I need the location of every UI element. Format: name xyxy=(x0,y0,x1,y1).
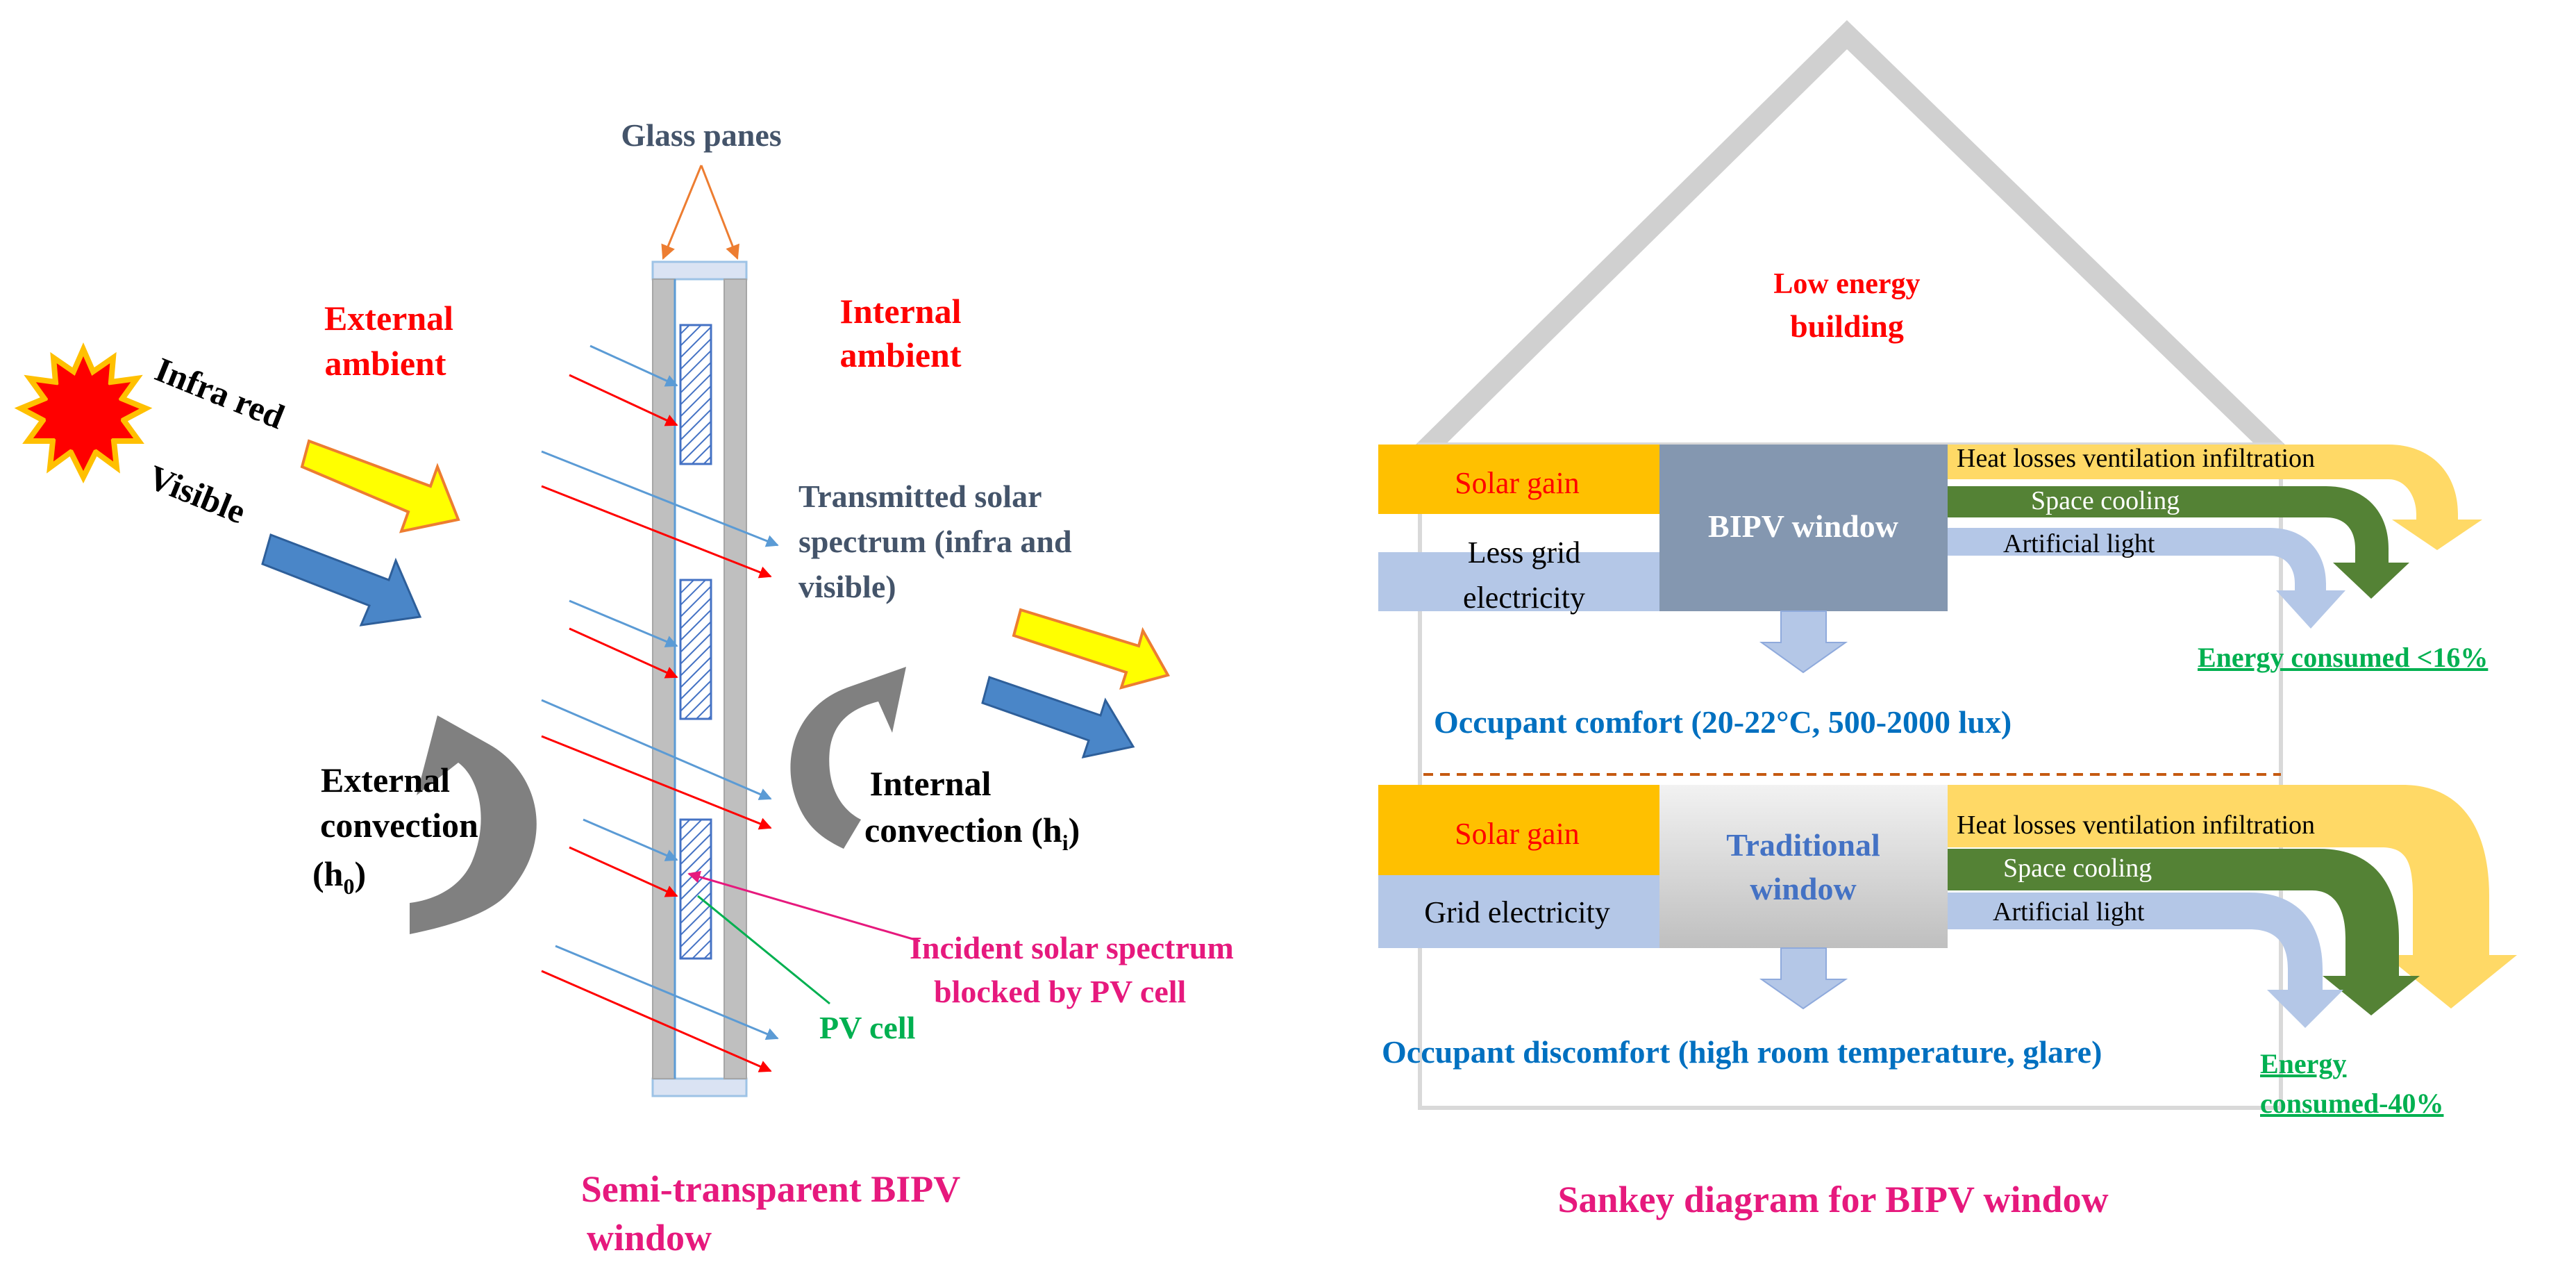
solar-gain-label: Solar gain xyxy=(1455,817,1580,851)
bipv-window-box xyxy=(1659,445,1948,611)
traditional-sankey: Solar gain Grid electricity Traditional … xyxy=(1378,785,2517,1119)
grid-electricity-band xyxy=(1378,875,1659,948)
glass-panes-label: Glass panes xyxy=(621,117,781,153)
transmitted-label: visible) xyxy=(798,569,896,604)
pv-cell-label: PV cell xyxy=(819,1010,915,1045)
grid-electricity-band xyxy=(1378,552,1659,611)
energy-consumed-label: Energy xyxy=(2260,1048,2346,1079)
external-convection-label: (h0) xyxy=(312,854,366,899)
heat-losses-flow xyxy=(1948,445,2482,550)
left-caption: Semi-transparent BIPV xyxy=(581,1168,961,1210)
infrared-label: Infra red xyxy=(150,349,290,436)
solar-rays xyxy=(541,345,779,1072)
external-ambient-label: ambient xyxy=(325,344,446,383)
pv-cell xyxy=(679,324,712,465)
energy-consumed-label: Energy consumed <16% xyxy=(2198,642,2488,673)
transmitted-label: Transmitted solar xyxy=(798,479,1042,514)
window-frame-bottom xyxy=(651,1077,748,1097)
occupant-discomfort-label: Occupant discomfort (high room temperatu… xyxy=(1382,1034,2102,1070)
internal-convection-arrow-icon xyxy=(790,667,906,849)
bipv-window-label: BIPV window xyxy=(1708,508,1898,544)
external-convection-label: convection xyxy=(320,806,478,845)
heat-losses-label: Heat losses ventilation infiltration xyxy=(1957,444,2315,473)
sankey-panel: Low energy building Solar gain Less grid… xyxy=(1378,20,2517,1220)
heat-losses-flow xyxy=(1948,785,2517,1009)
space-cooling-flow xyxy=(1948,486,2409,599)
artificial-light-flow xyxy=(1948,893,2343,1028)
infrared-arrow-icon xyxy=(300,439,460,533)
house-roof xyxy=(1409,20,2292,466)
bipv-window-panel: Glass panes External ambient Internal am… xyxy=(14,117,1234,1259)
window-frame-top xyxy=(651,260,748,281)
house-label: Low energy xyxy=(1773,268,1920,300)
pv-cell xyxy=(679,818,712,960)
space-cooling-flow xyxy=(1948,849,2420,1015)
space-cooling-label: Space cooling xyxy=(2003,854,2152,883)
internal-ambient-label: Internal xyxy=(840,292,962,331)
external-convection-label: External xyxy=(321,761,450,799)
external-convection-arrow-icon xyxy=(410,715,537,934)
grid-electricity-label: Less grid xyxy=(1468,536,1581,570)
traditional-window-label: window xyxy=(1750,871,1856,906)
left-caption: window xyxy=(587,1217,712,1259)
occupant-comfort-label: Occupant comfort (20-22°C, 500-2000 lux) xyxy=(1434,704,2012,740)
artificial-light-flow xyxy=(1948,528,2345,629)
grid-electricity-label: Grid electricity xyxy=(1424,895,1610,929)
pv-cell xyxy=(679,579,712,720)
transmitted-infrared-arrow-icon xyxy=(1012,608,1171,690)
transmitted-visible-arrow-icon xyxy=(981,676,1135,759)
visible-arrow-icon xyxy=(261,533,422,626)
artificial-light-label: Artificial light xyxy=(1993,897,2145,927)
solar-gain-box xyxy=(1378,445,1659,514)
internal-ambient-label: ambient xyxy=(840,335,962,374)
comfort-arrow-icon xyxy=(1759,611,1848,674)
incident-label: Incident solar spectrum xyxy=(910,930,1234,965)
traditional-window-label: Traditional xyxy=(1726,827,1880,863)
incident-label: blocked by PV cell xyxy=(934,974,1186,1009)
solar-gain-label: Solar gain xyxy=(1455,466,1580,500)
discomfort-arrow-icon xyxy=(1759,947,1848,1010)
heat-losses-label: Heat losses ventilation infiltration xyxy=(1957,811,2315,840)
glass-pane-inner xyxy=(724,279,747,1079)
energy-consumed-label: consumed-40% xyxy=(2260,1088,2443,1119)
traditional-window-box xyxy=(1659,785,1948,948)
right-caption: Sankey diagram for BIPV window xyxy=(1557,1179,2108,1220)
external-ambient-label: External xyxy=(324,299,453,338)
space-cooling-label: Space cooling xyxy=(2031,486,2180,515)
glass-pane-outer xyxy=(652,279,676,1079)
transmitted-label: spectrum (infra and xyxy=(798,524,1072,559)
sun-icon xyxy=(14,342,153,483)
house-label: building xyxy=(1790,308,1904,344)
visible-label: Visible xyxy=(143,457,251,531)
grid-electricity-label: electricity xyxy=(1463,581,1585,615)
internal-convection-label: convection (hi) xyxy=(864,811,1080,855)
artificial-light-label: Artificial light xyxy=(2003,529,2155,558)
bipv-sankey: Solar gain Less grid electricity BIPV wi… xyxy=(1378,444,2488,740)
solar-gain-box xyxy=(1378,785,1659,875)
internal-convection-label: Internal xyxy=(870,764,992,803)
